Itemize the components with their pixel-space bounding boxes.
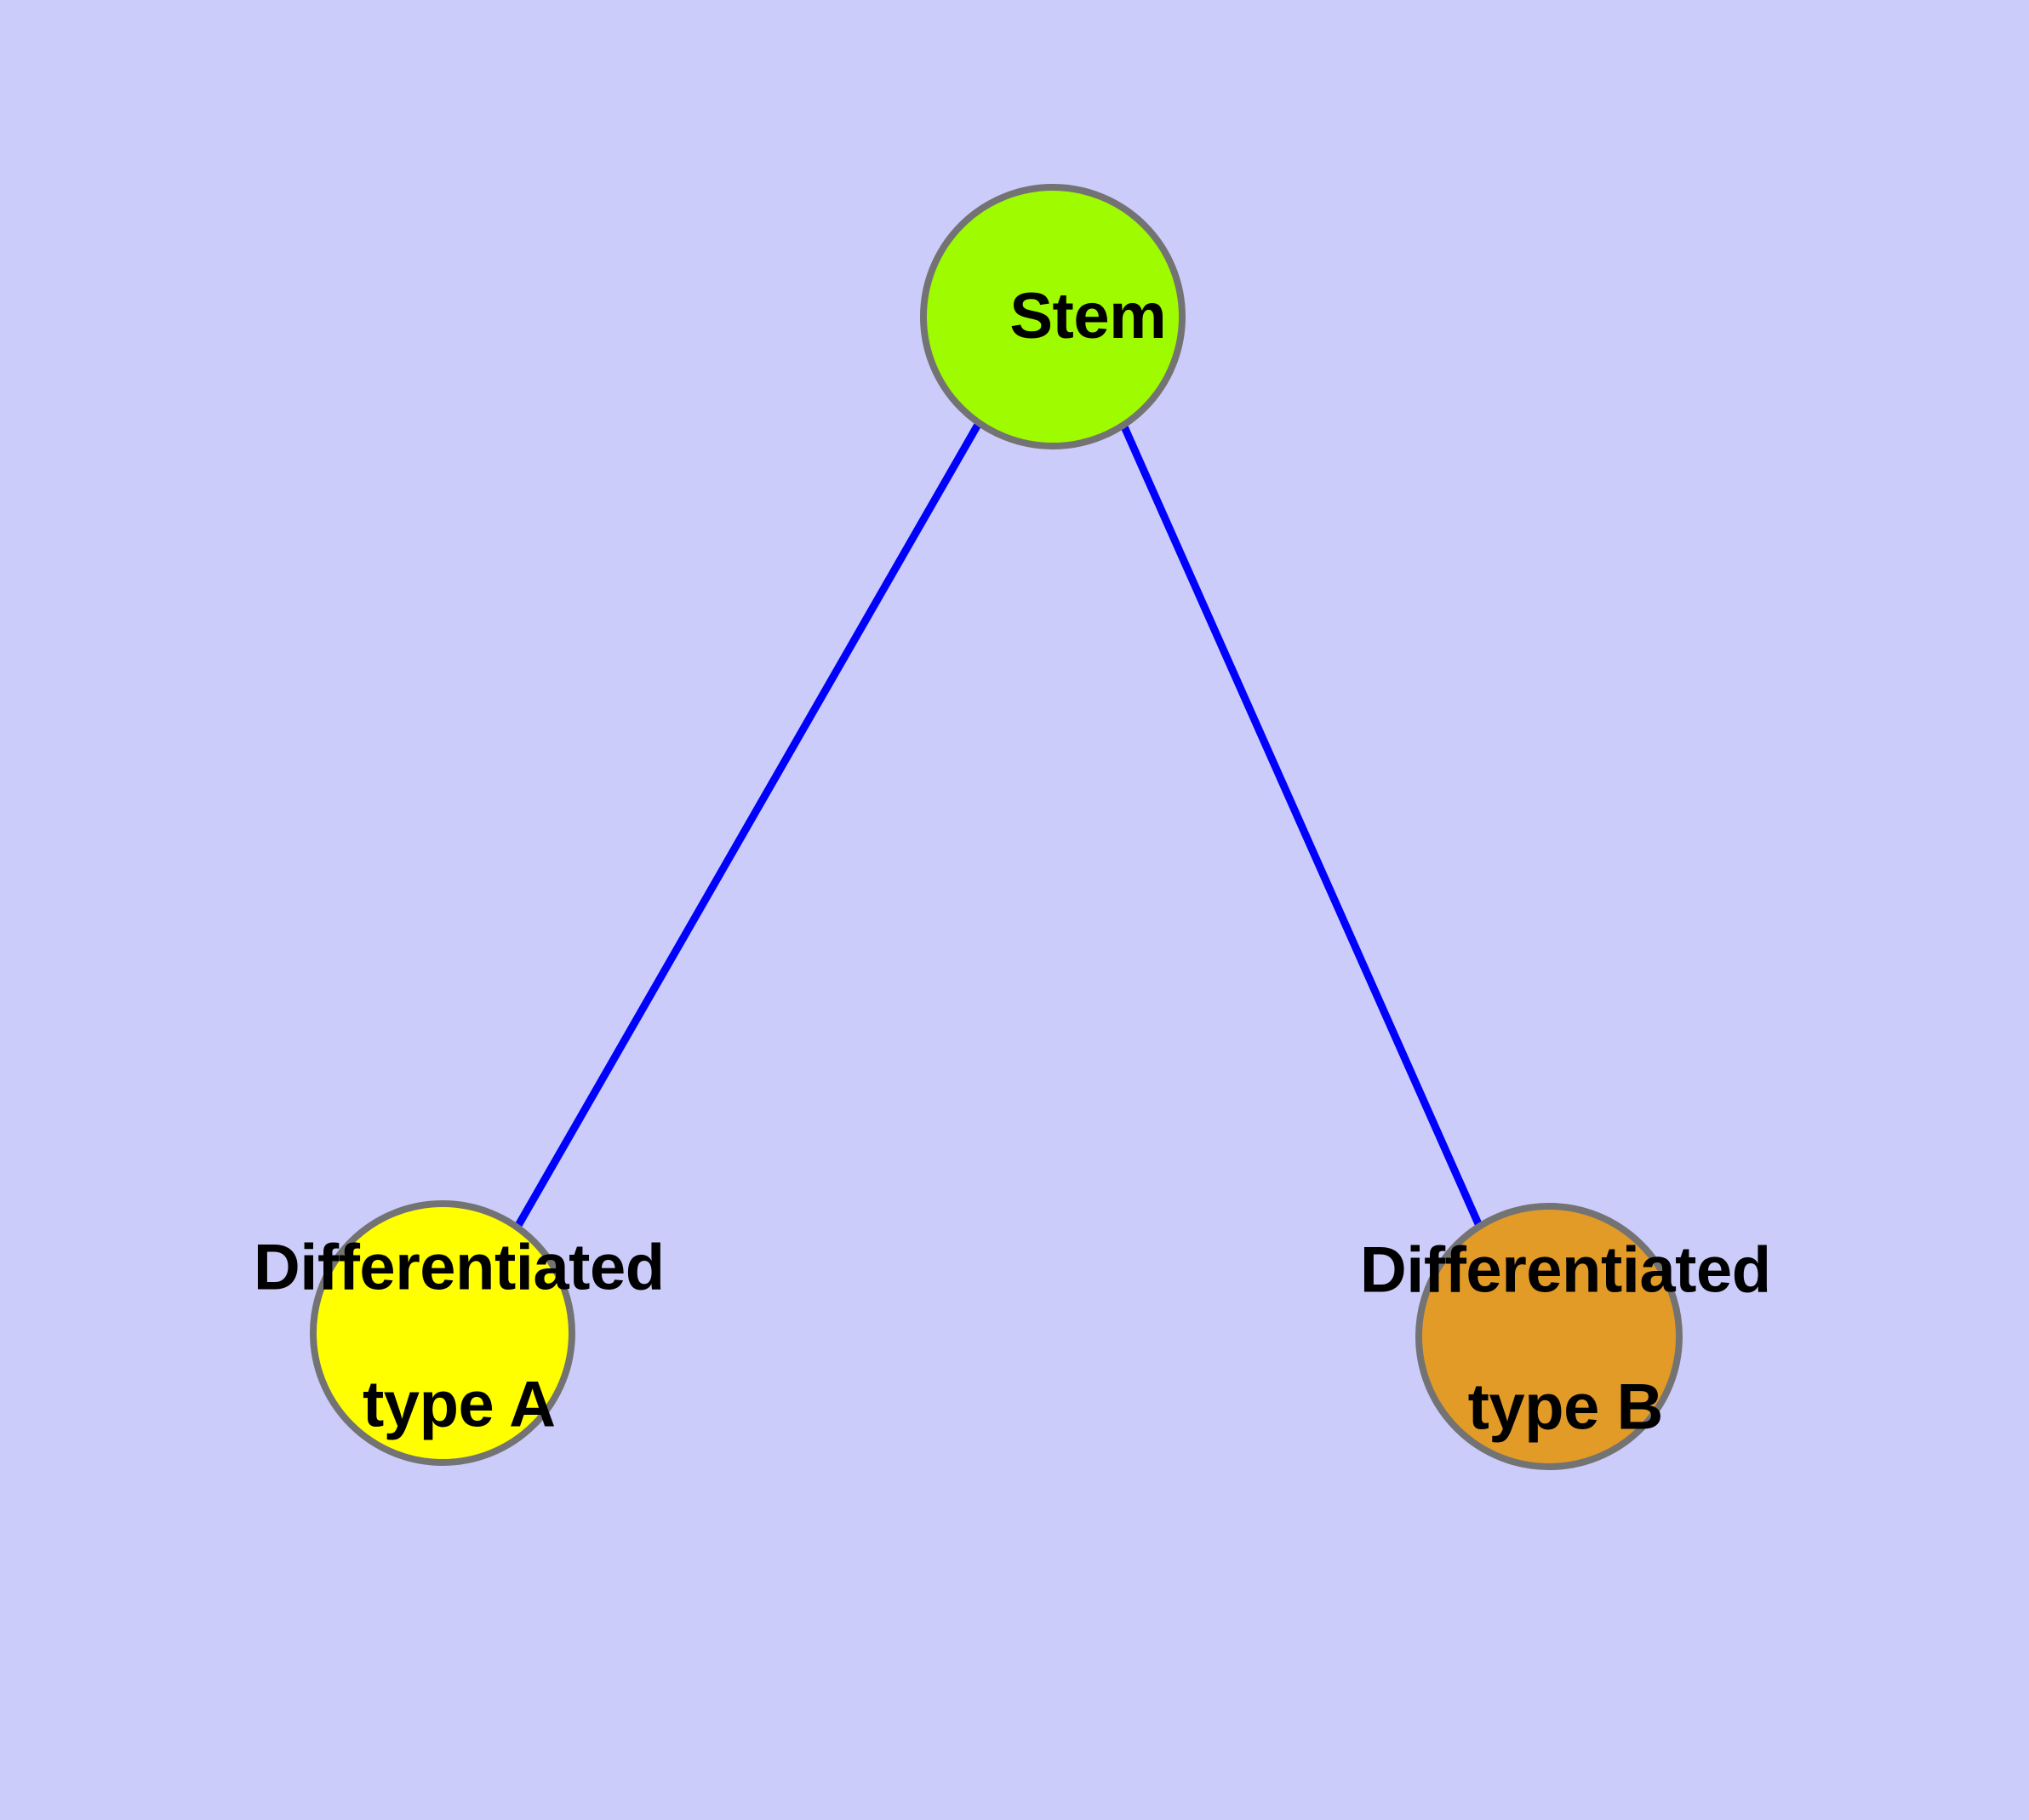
node-stem[interactable] xyxy=(920,184,1186,449)
edge-stem-to-diff-b[interactable] xyxy=(1119,423,1483,1228)
node-differentiated-type-a[interactable] xyxy=(310,1200,575,1466)
edge-layer xyxy=(513,421,1483,1231)
node-layer xyxy=(310,184,1683,1470)
node-differentiated-type-b[interactable] xyxy=(1415,1203,1683,1470)
edge-stem-to-diff-a[interactable] xyxy=(513,421,982,1231)
